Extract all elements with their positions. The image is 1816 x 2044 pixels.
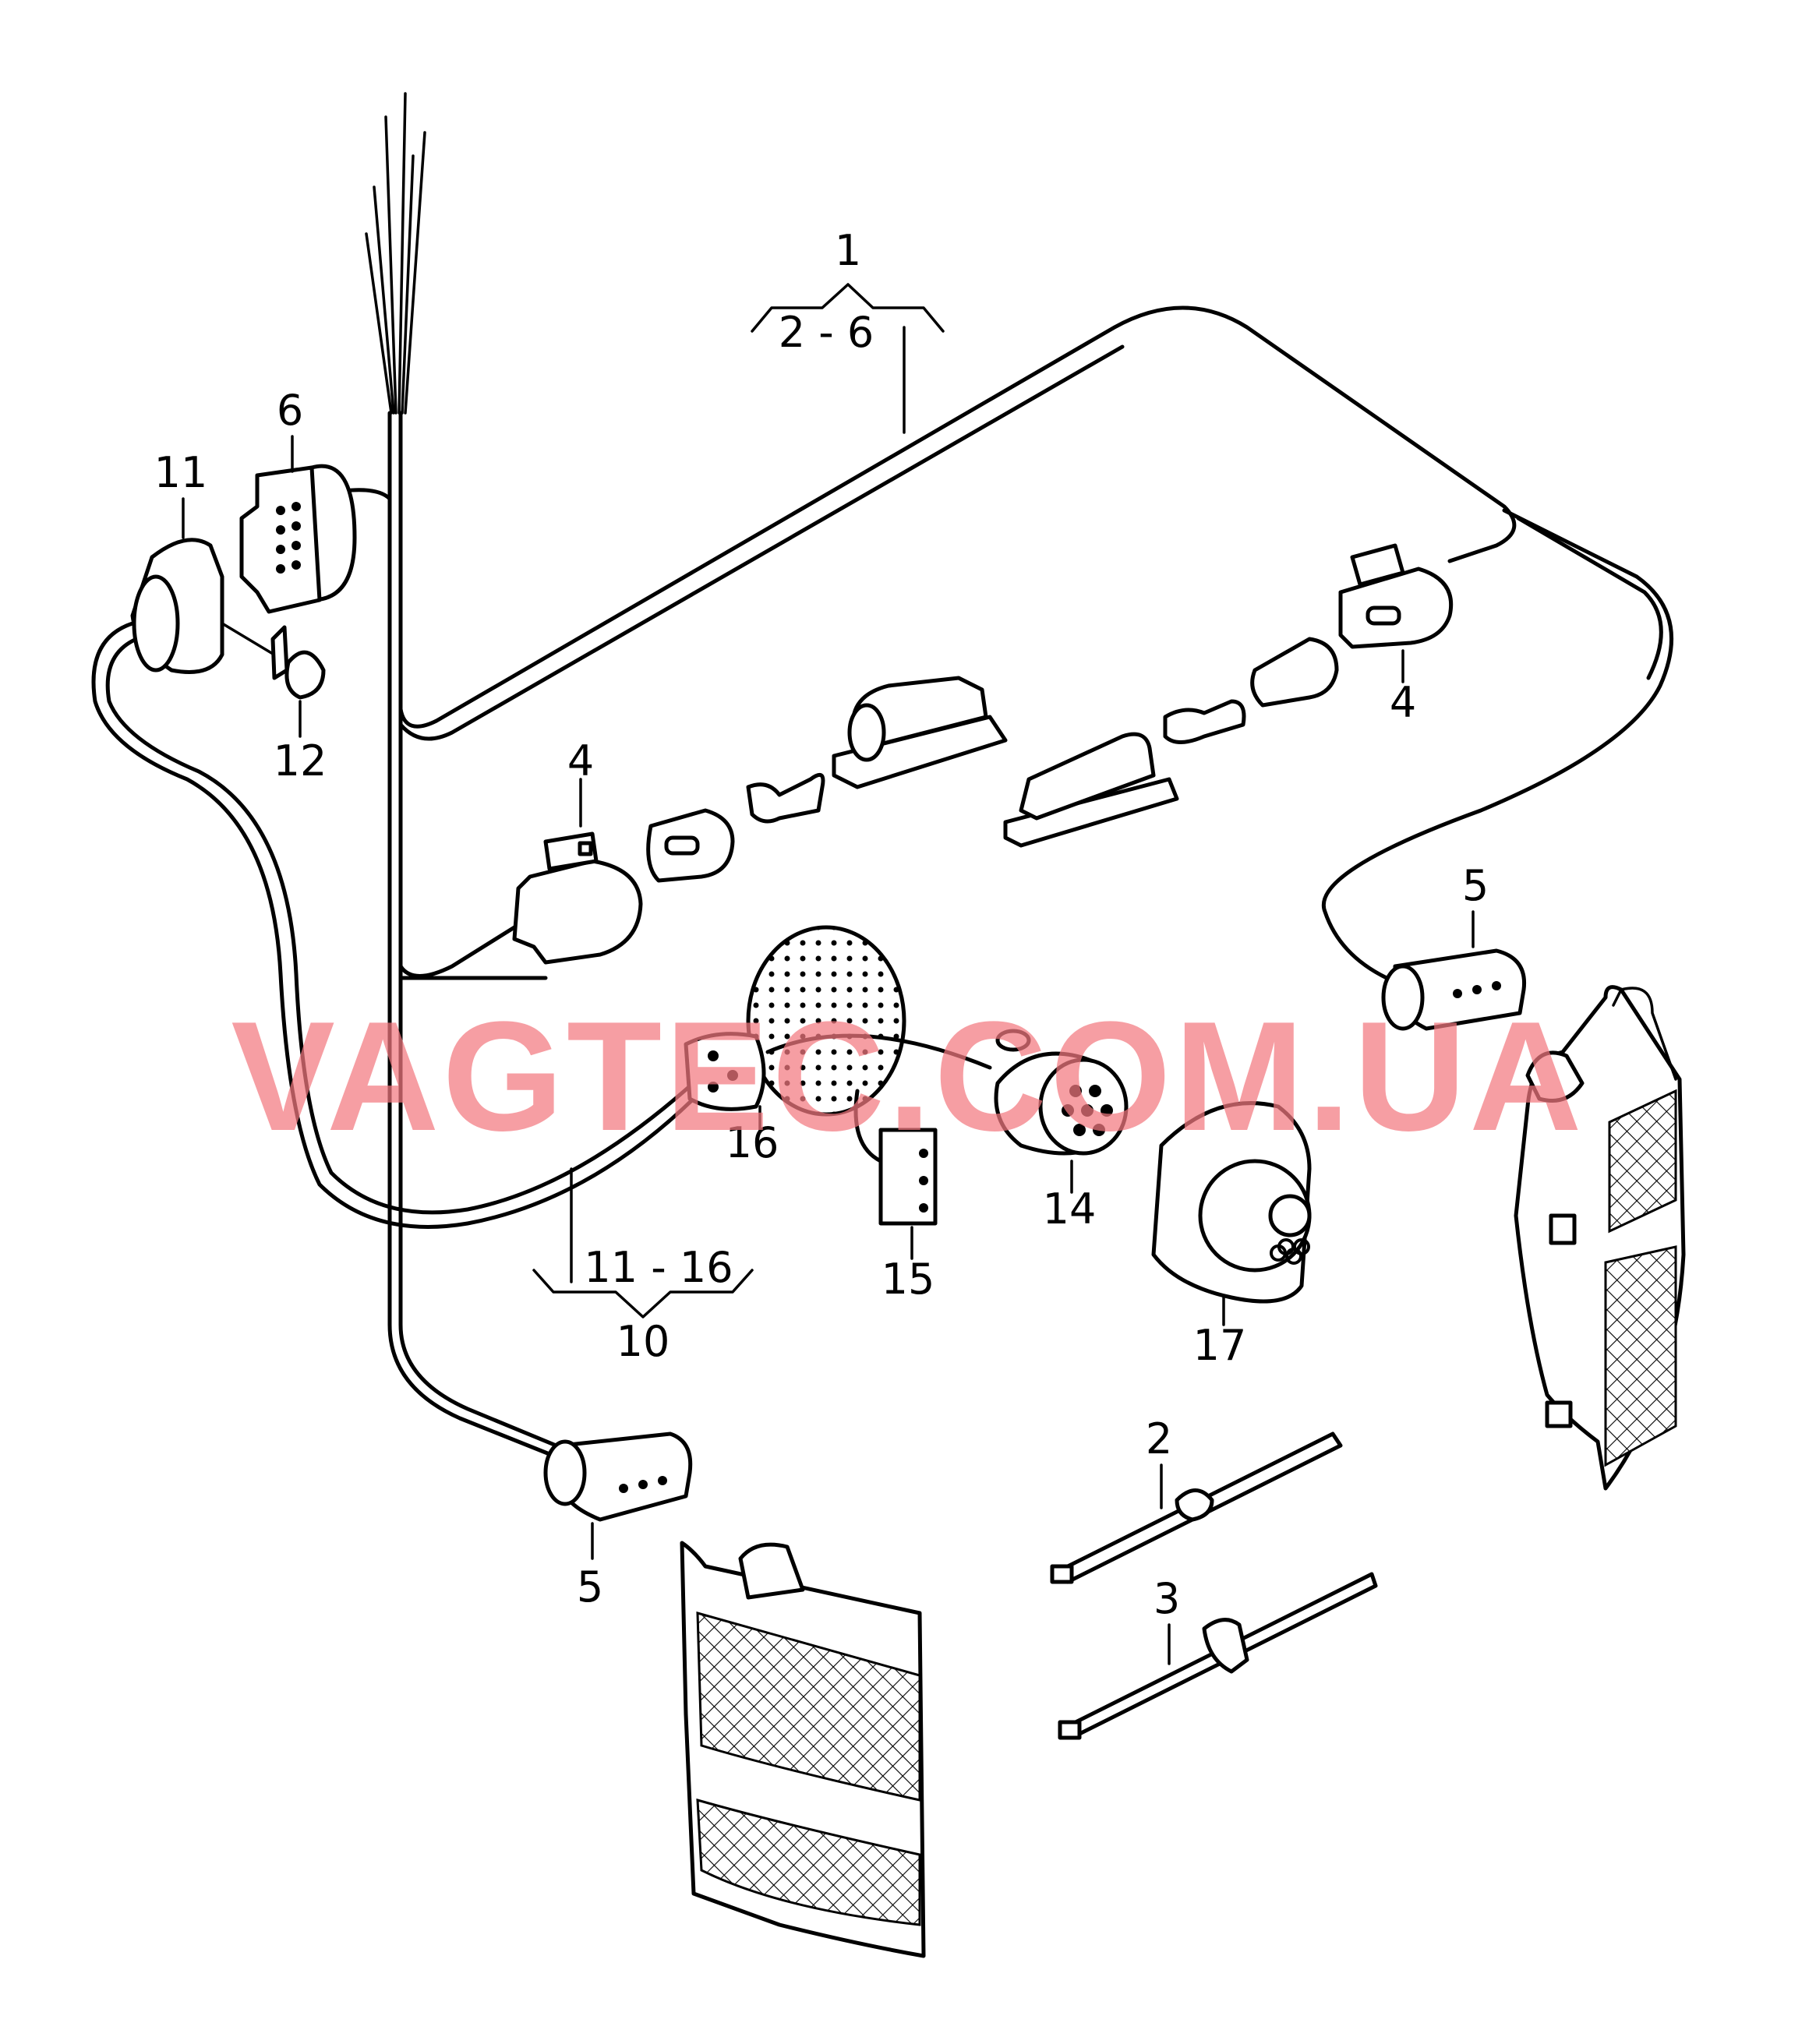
label-16: 16 <box>726 1118 779 1167</box>
label-2: 2 <box>1146 1414 1172 1463</box>
label-14: 14 <box>1043 1184 1097 1234</box>
connector-6 <box>239 435 357 614</box>
label-1: 1 <box>835 226 861 275</box>
license-lamp-left <box>832 676 1008 789</box>
bulb-socket-right <box>1250 637 1339 708</box>
bulb-right <box>1163 699 1246 744</box>
cable-tie-3 <box>1058 1572 1378 1740</box>
watermark: VAGTEC.COM.UA <box>231 990 1585 1163</box>
label-15: 15 <box>882 1255 935 1304</box>
connector-5-right <box>1381 910 1527 1031</box>
license-lamp-right <box>1003 732 1179 848</box>
label-11: 11 <box>154 448 208 497</box>
label-2-6: 2 - 6 <box>779 308 874 357</box>
bulb-socket-left <box>646 808 735 883</box>
label-5-left: 5 <box>577 1562 603 1612</box>
main-harness <box>91 92 1674 1467</box>
label-6: 6 <box>277 386 303 435</box>
connector-5-left <box>543 1432 693 1560</box>
bracket-10 <box>532 1167 754 1319</box>
tail-light-left <box>680 1541 926 1958</box>
bulb-left <box>746 772 825 824</box>
tail-light-right <box>1514 985 1686 1491</box>
label-11-16: 11 - 16 <box>584 1243 733 1292</box>
label-10: 10 <box>617 1317 670 1366</box>
label-3: 3 <box>1154 1574 1180 1623</box>
connector-4-right <box>1338 543 1454 683</box>
label-12: 12 <box>274 736 327 785</box>
label-4-left: 4 <box>567 736 594 785</box>
connector-4-left <box>512 778 643 965</box>
connector-11 <box>130 497 224 674</box>
bracket-1 <box>751 283 945 434</box>
callout-labels: 1 2 - 6 6 11 12 4 4 5 16 14 15 17 11 - 1… <box>154 226 1489 1623</box>
grommet-16 <box>684 925 992 1131</box>
clip-12 <box>221 622 326 738</box>
cable-tie-2 <box>1050 1432 1343 1584</box>
label-5-right: 5 <box>1462 861 1489 910</box>
connector-15 <box>853 1089 938 1260</box>
label-17: 17 <box>1193 1321 1247 1370</box>
plug-14 <box>994 1029 1129 1194</box>
label-4-right: 4 <box>1390 678 1416 727</box>
trailer-socket-17 <box>1151 1101 1312 1326</box>
